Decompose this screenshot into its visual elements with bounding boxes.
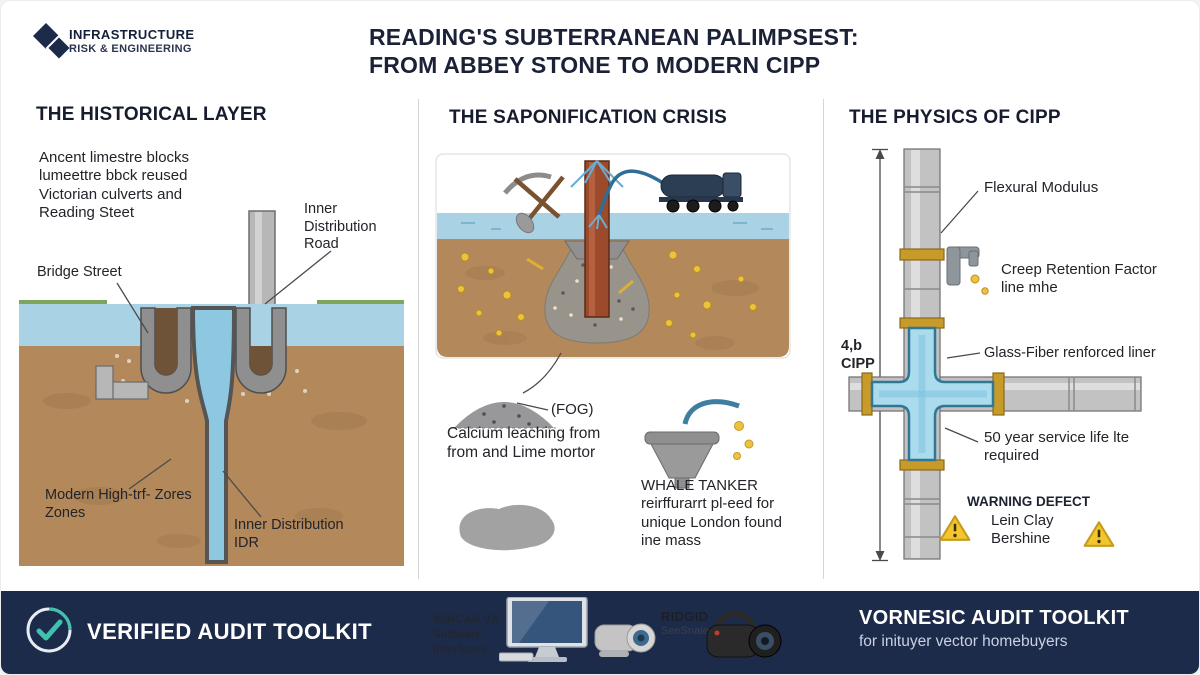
footer-right-title: VORNESIC AUDIT TOOLKIT [859, 607, 1129, 629]
panel-historical-title: THE HISTORICAL LAYER [36, 104, 267, 125]
label-inner-distribution-idr: Inner Distribution IDR [234, 517, 344, 551]
panel-physics-title: THE PHYSICS OF CIPP [849, 107, 1061, 128]
warning-triangle-icon [939, 513, 971, 542]
faucet-icon [946, 246, 989, 295]
warning-defect-text: Lein Clay Bershine [991, 512, 1054, 548]
historical-intro-text: Ancent limestre blocks lumeettre bbck re… [39, 149, 190, 221]
main-title-line1: READING'S SUBTERRANEAN PALIMPSEST: [369, 24, 859, 50]
cipp-pipe-diagram [829, 139, 1199, 569]
check-circle-icon [23, 604, 75, 656]
panel-saponification-title: THE SAPONIFICATION CRISIS [449, 107, 728, 128]
label-glass-fiber-liner: Glass-Fiber renforced liner [984, 345, 1156, 361]
footer-right-subtitle: for inituyer vector homebuyers [859, 633, 1068, 650]
wincan-label: WINCAN VX Software Interfaces [433, 614, 499, 656]
label-fog: (FOG) [551, 401, 594, 418]
label-creep-retention: Creep Retention Factor line mhe [1001, 261, 1157, 297]
footer-left-title: VERIFIED AUDIT TOOLKIT [87, 619, 373, 644]
logo-line2: RISK & ENGINEERING [69, 43, 192, 55]
excavation-scene-diagram [435, 153, 791, 359]
tanker-hopper-icon [627, 394, 757, 494]
logo-line1: INFRASTRUCTURE [69, 27, 195, 42]
company-logo-icon [31, 19, 77, 65]
tanker-truck-icon [588, 169, 743, 230]
wincan-monitor-image [499, 597, 595, 665]
label-cipp-dimension: 4,b CIPP [841, 338, 875, 373]
panel-divider-2 [823, 99, 824, 579]
fatberg-mass-icon [447, 497, 565, 553]
label-service-life: 50 year service life lte required [984, 429, 1130, 465]
label-modern-zones: Modern High-trf- Zores Zones [45, 487, 192, 521]
panel-divider-1 [418, 99, 419, 579]
digging-tools-icon [503, 172, 565, 234]
label-bridge-street: Bridge Street [37, 264, 122, 280]
ridgid-label: RIDGID [661, 609, 709, 624]
historical-cross-section-diagram [19, 196, 404, 566]
seesnake-camera-black-image [701, 603, 787, 673]
label-whale-tanker: WHALE TANKER reirffurarrt pl-eed for uni… [641, 477, 782, 549]
footer-bar: VERIFIED AUDIT TOOLKIT WINCAN VX Softwar… [1, 591, 1199, 674]
warning-defect-title: WARNING DEFECT [967, 494, 1090, 509]
seesnake-camera-silver-image [589, 613, 661, 669]
main-title-line2: FROM ABBEY STONE TO MODERN CIPP [369, 52, 821, 78]
label-flexural-modulus: Flexural Modulus [984, 179, 1099, 196]
label-inner-distribution-road: Inner Distribution Road [304, 201, 377, 253]
warning-triangle-icon [1083, 519, 1115, 548]
label-calcium-leaching: Calcium leaching from from and Lime mort… [447, 425, 601, 461]
